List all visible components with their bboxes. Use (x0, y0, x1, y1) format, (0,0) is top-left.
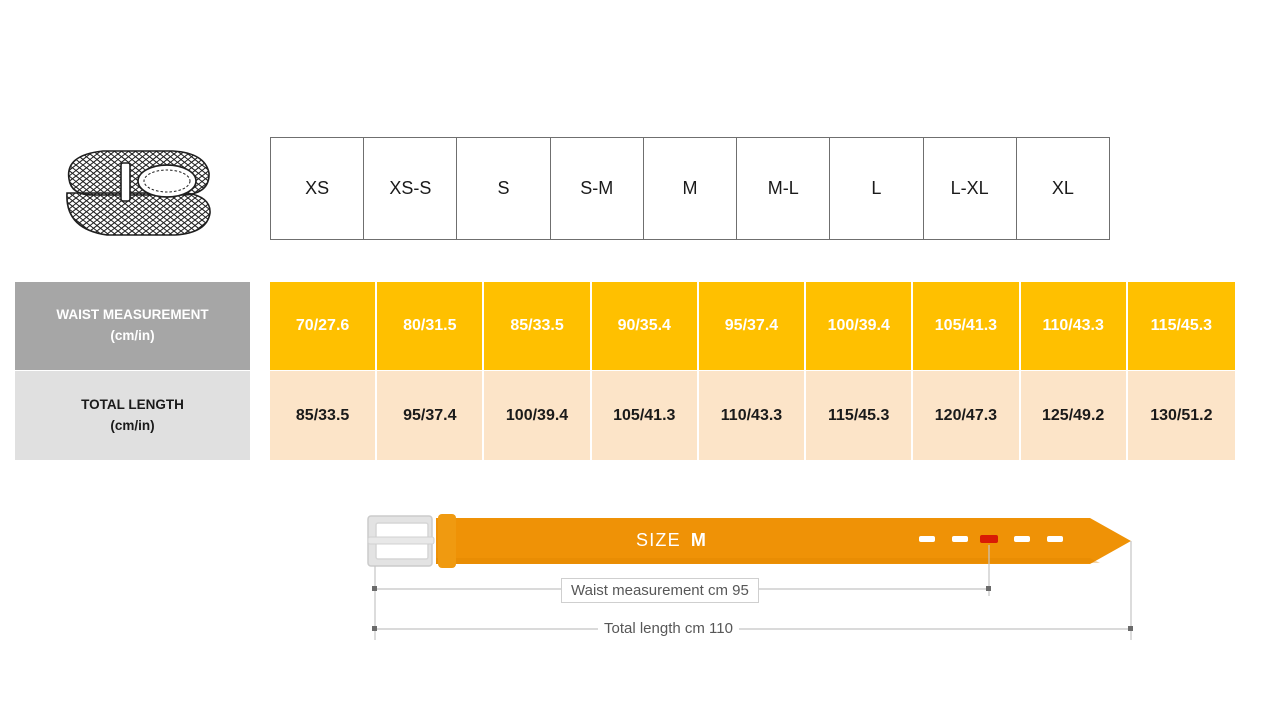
total-length-cell: 105/41.3 (591, 371, 699, 460)
total-length-label-line1: TOTAL LENGTH (81, 396, 184, 412)
waist-dim-arrow-left (372, 586, 377, 591)
belt-hole-active (980, 535, 998, 543)
waist-cell: 110/43.3 (1020, 282, 1128, 370)
total-dim-arrow-right (1128, 626, 1133, 631)
total-length-row: TOTAL LENGTH (cm/in) (0, 371, 250, 460)
total-length-cells: 85/33.5 95/37.4 100/39.4 105/41.3 110/43… (270, 371, 1235, 460)
size-header-table: XS XS-S S S-M M M-L L L-XL XL (269, 137, 1111, 240)
waist-dim-arrow-right (986, 586, 991, 591)
total-length-cell: 85/33.5 (270, 371, 378, 460)
buckle-inner-window (375, 522, 429, 560)
waist-measurement-cells: 70/27.6 80/31.5 85/33.5 90/35.4 95/37.4 … (270, 282, 1235, 370)
size-value: M (690, 530, 706, 550)
total-length-cell: 130/51.2 (1127, 371, 1235, 460)
belt-keeper-loop (438, 514, 456, 568)
waist-label-line2: (cm/in) (110, 328, 155, 343)
buckle-frame (367, 515, 433, 567)
belt-size-badge: SIZE M (636, 530, 706, 551)
size-header-cell: S (456, 137, 551, 240)
belt-strap (436, 518, 1131, 564)
total-length-cell: 115/45.3 (806, 371, 914, 460)
buckle-prong-bar (367, 536, 435, 545)
size-header-cell: L-XL (922, 137, 1017, 240)
total-length-cell: 120/47.3 (913, 371, 1021, 460)
size-header-cell: S-M (549, 137, 644, 240)
total-dim-arrow-left (372, 626, 377, 631)
belt-strap-shadow (436, 558, 1100, 564)
size-header-cell: M (642, 137, 738, 240)
waist-cell: 100/39.4 (806, 282, 914, 370)
size-header-cell: M-L (736, 137, 831, 240)
size-caption: SIZE (636, 530, 681, 550)
waist-cell: 115/45.3 (1127, 282, 1235, 370)
waist-cell: 105/41.3 (913, 282, 1021, 370)
belt-hole (919, 536, 935, 542)
total-length-cell: 125/49.2 (1020, 371, 1128, 460)
waist-measurement-row: WAIST MEASUREMENT (cm/in) (0, 282, 250, 370)
size-header-cell: XS (269, 137, 365, 240)
size-header-cell: L (829, 137, 924, 240)
woven-belt-illustration (55, 143, 220, 241)
total-length-label: TOTAL LENGTH (cm/in) (15, 371, 250, 460)
waist-cell: 70/27.6 (270, 282, 378, 370)
total-length-cell: 100/39.4 (484, 371, 592, 460)
size-header-cell: XS-S (363, 137, 458, 240)
waist-cell: 90/35.4 (591, 282, 699, 370)
total-length-cell: 95/37.4 (377, 371, 485, 460)
waist-cell: 85/33.5 (484, 282, 592, 370)
belt-hole (952, 536, 968, 542)
waist-dimension-label: Waist measurement cm 95 (561, 578, 759, 603)
total-length-label-line2: (cm/in) (110, 417, 155, 433)
belt-hole (1047, 536, 1063, 542)
waist-label-line1: WAIST MEASUREMENT (56, 307, 209, 323)
total-length-dimension-label: Total length cm 110 (598, 618, 739, 639)
belt-hole (1014, 536, 1030, 542)
size-header-row: XS XS-S S S-M M M-L L L-XL XL (269, 137, 1111, 240)
waist-cell: 80/31.5 (377, 282, 485, 370)
waist-cell: 95/37.4 (698, 282, 807, 370)
waist-measurement-label: WAIST MEASUREMENT (cm/in) (15, 282, 250, 370)
total-length-cell: 110/43.3 (698, 371, 807, 460)
size-header-cell: XL (1015, 137, 1111, 240)
